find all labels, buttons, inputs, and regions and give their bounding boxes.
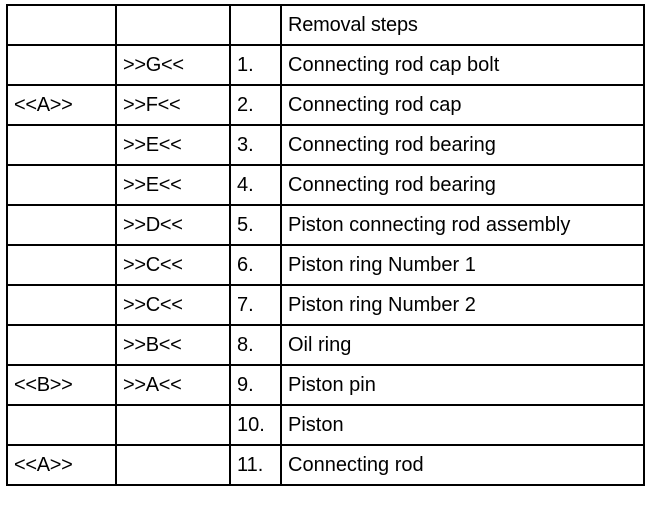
- cell-description: Connecting rod bearing: [280, 124, 645, 166]
- cell-step-number: 5.: [229, 204, 282, 246]
- cell-step-number: 3.: [229, 124, 282, 166]
- cell-description: Connecting rod bearing: [280, 164, 645, 206]
- cell-step-number: 4.: [229, 164, 282, 206]
- cell-marker-a: <<B>>: [6, 364, 117, 406]
- table-row: 10.Piston: [6, 404, 645, 446]
- cell-marker-b: >>E<<: [115, 164, 231, 206]
- removal-steps-table: Removal steps >>G<<1.Connecting rod cap …: [6, 4, 645, 486]
- cell-step-number: 11.: [229, 444, 282, 486]
- cell-description: Piston pin: [280, 364, 645, 406]
- cell-marker-b: >>A<<: [115, 364, 231, 406]
- cell-description: Connecting rod: [280, 444, 645, 486]
- cell-marker-a: [6, 204, 117, 246]
- cell-description: Connecting rod cap bolt: [280, 44, 645, 86]
- header-number: [229, 4, 282, 46]
- table-row: >>E<<3.Connecting rod bearing: [6, 124, 645, 166]
- cell-marker-a: <<A>>: [6, 444, 117, 486]
- table-row: >>E<<4.Connecting rod bearing: [6, 164, 645, 206]
- cell-description: Piston ring Number 2: [280, 284, 645, 326]
- cell-marker-a: [6, 124, 117, 166]
- cell-description: Oil ring: [280, 324, 645, 366]
- cell-marker-a: [6, 164, 117, 206]
- table-row: >>G<<1.Connecting rod cap bolt: [6, 44, 645, 86]
- cell-step-number: 2.: [229, 84, 282, 126]
- cell-marker-b: >>E<<: [115, 124, 231, 166]
- cell-step-number: 10.: [229, 404, 282, 446]
- table-row: <<A>> 11.Connecting rod: [6, 444, 645, 486]
- cell-description: Piston connecting rod assembly: [280, 204, 645, 246]
- cell-marker-b: [115, 404, 231, 446]
- table-header: Removal steps: [6, 4, 645, 46]
- table-row: >>C<<7.Piston ring Number 2: [6, 284, 645, 326]
- cell-marker-a: [6, 324, 117, 366]
- cell-marker-b: >>C<<: [115, 284, 231, 326]
- table-body: >>G<<1.Connecting rod cap bolt<<A>>>>F<<…: [6, 44, 645, 486]
- header-marker-b: [115, 4, 231, 46]
- cell-marker-b: [115, 444, 231, 486]
- cell-marker-b: >>G<<: [115, 44, 231, 86]
- cell-step-number: 7.: [229, 284, 282, 326]
- cell-marker-b: >>F<<: [115, 84, 231, 126]
- cell-step-number: 1.: [229, 44, 282, 86]
- cell-marker-a: [6, 404, 117, 446]
- cell-marker-a: [6, 244, 117, 286]
- cell-step-number: 9.: [229, 364, 282, 406]
- table-row: <<A>>>>F<<2.Connecting rod cap: [6, 84, 645, 126]
- cell-marker-a: <<A>>: [6, 84, 117, 126]
- cell-marker-b: >>D<<: [115, 204, 231, 246]
- cell-marker-b: >>C<<: [115, 244, 231, 286]
- table-row: >>B<<8.Oil ring: [6, 324, 645, 366]
- cell-description: Piston ring Number 1: [280, 244, 645, 286]
- table-row: <<B>>>>A<<9.Piston pin: [6, 364, 645, 406]
- cell-description: Connecting rod cap: [280, 84, 645, 126]
- cell-step-number: 8.: [229, 324, 282, 366]
- header-removal-steps: Removal steps: [280, 4, 645, 46]
- table-row: >>D<<5.Piston connecting rod assembly: [6, 204, 645, 246]
- cell-marker-a: [6, 44, 117, 86]
- cell-step-number: 6.: [229, 244, 282, 286]
- cell-description: Piston: [280, 404, 645, 446]
- cell-marker-a: [6, 284, 117, 326]
- header-row: Removal steps: [6, 4, 645, 46]
- table-row: >>C<<6.Piston ring Number 1: [6, 244, 645, 286]
- cell-marker-b: >>B<<: [115, 324, 231, 366]
- header-marker-a: [6, 4, 117, 46]
